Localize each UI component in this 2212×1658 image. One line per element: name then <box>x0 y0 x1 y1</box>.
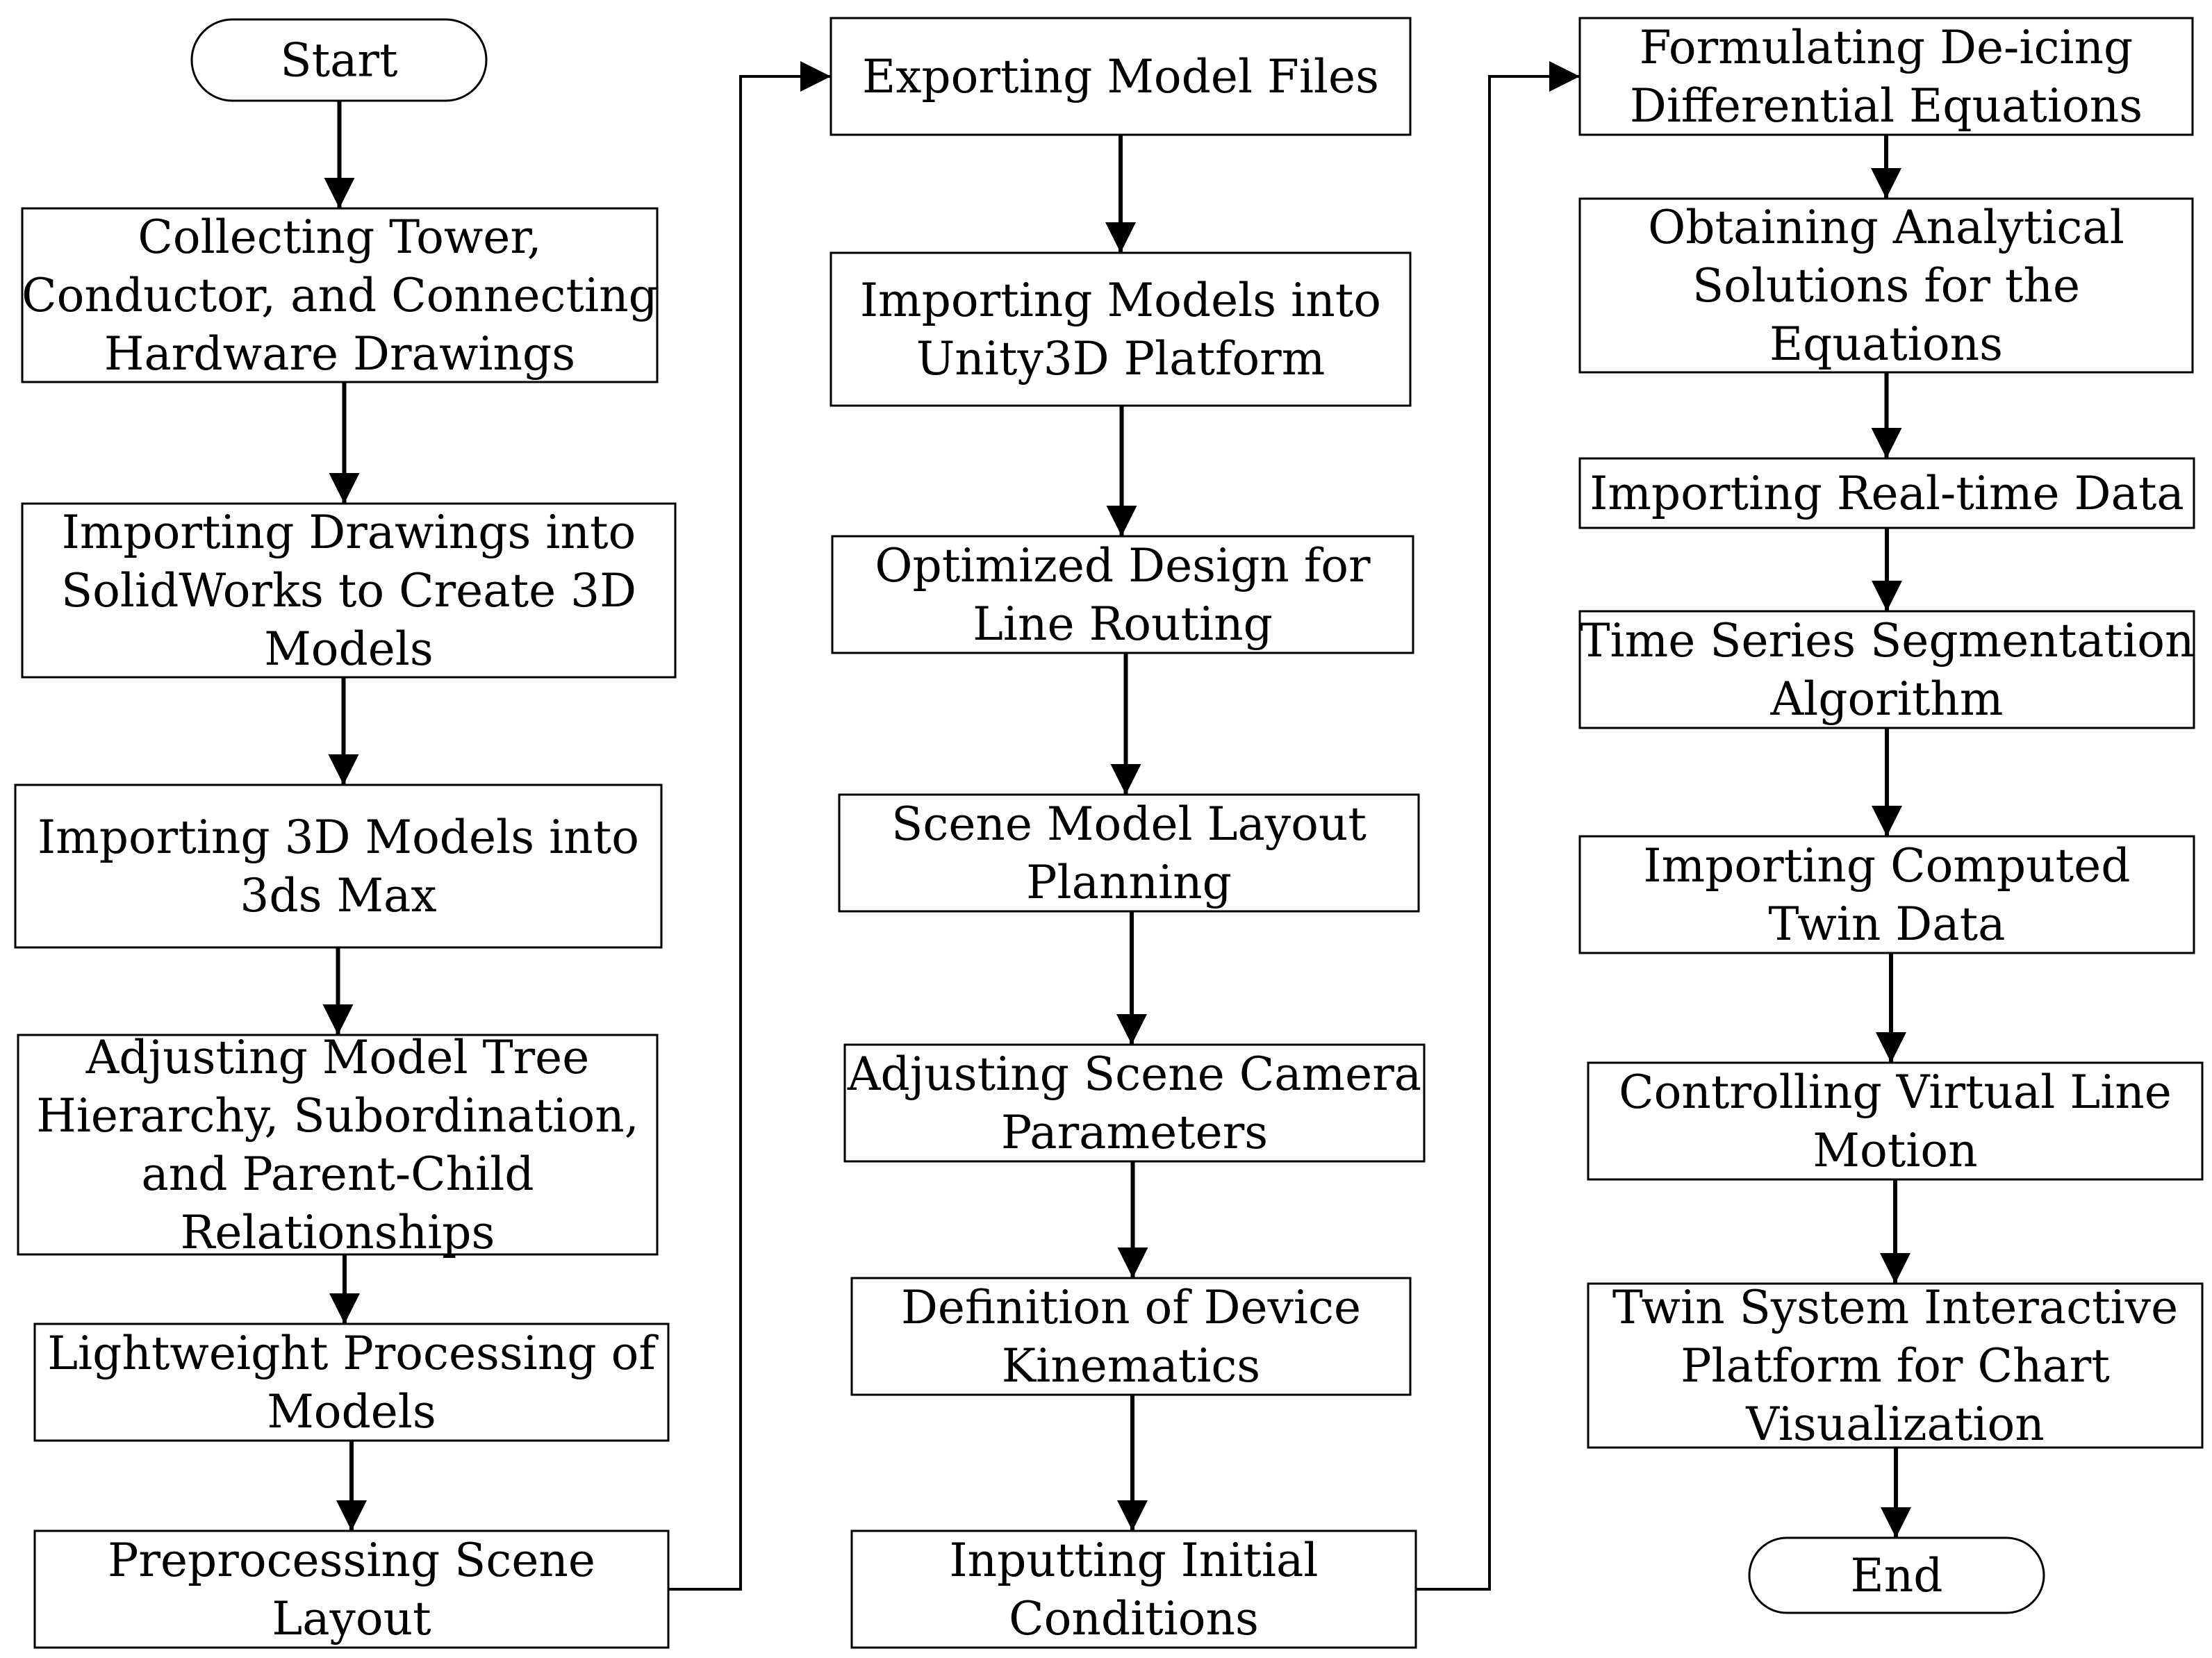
process-box <box>830 251 1412 407</box>
process-box <box>33 1323 670 1442</box>
node-label-line: Line Routing <box>973 597 1273 651</box>
node-label-line: Importing Drawings into <box>62 506 636 559</box>
node-label-line: Formulating De-icing <box>1640 21 2133 74</box>
node-label-line: Optimized Design for <box>875 539 1371 592</box>
process-box <box>1587 1282 2204 1449</box>
node-label-line: Equations <box>1769 317 2003 371</box>
process-box <box>1587 1061 2204 1181</box>
node-label-line: 3ds Max <box>240 869 436 922</box>
edges-layer <box>322 61 1911 1591</box>
node-label-line: Models <box>267 1385 436 1439</box>
process-box <box>21 207 659 383</box>
process-node: Importing Real-time Data <box>1578 457 2195 529</box>
node-label-line: Inputting Initial <box>950 1534 1319 1587</box>
node-label-line: SolidWorks to Create 3D <box>61 564 636 617</box>
node-label-line: Platform for Chart <box>1681 1339 2110 1393</box>
node-label-line: Relationships <box>181 1206 495 1259</box>
process-box <box>838 793 1420 913</box>
node-label-line: Definition of Device <box>901 1281 1361 1334</box>
node-label-line: Adjusting Scene Camera <box>847 1047 1421 1101</box>
process-box <box>21 502 677 679</box>
terminal-node-end: End <box>1748 1536 2045 1614</box>
process-box <box>831 535 1414 654</box>
node-label-line: Importing Real-time Data <box>1590 467 2184 520</box>
process-box <box>1578 835 2195 954</box>
node-label-line: Visualization <box>1745 1398 2045 1451</box>
process-box <box>14 784 663 949</box>
process-box <box>17 1034 659 1256</box>
node-label-line: Importing Computed <box>1644 839 2131 893</box>
process-node: Collecting Tower,Conductor, and Connecti… <box>21 207 659 383</box>
node-label-line: Kinematics <box>1002 1339 1260 1393</box>
node-label-line: Time Series Segmentation <box>1579 614 2194 668</box>
node-label-line: Collecting Tower, <box>138 210 541 264</box>
node-label-line: Exporting Model Files <box>862 50 1379 103</box>
node-label-line: Hardware Drawings <box>104 327 575 381</box>
node-label-line: Lightweight Processing of <box>47 1327 659 1380</box>
terminal-node-start: Start <box>190 18 488 102</box>
node-label-line: Solutions for the <box>1692 259 2080 313</box>
node-label-line: Importing 3D Models into <box>38 811 639 864</box>
node-label-line: Planning <box>1026 856 1232 909</box>
node-label-line: Conditions <box>1009 1592 1259 1645</box>
node-label-line: Hierarchy, Subordination, <box>36 1089 638 1143</box>
node-label-line: End <box>1851 1549 1943 1602</box>
node-label-line: and Parent-Child <box>141 1147 534 1201</box>
terminal-shape <box>1748 1536 2045 1614</box>
process-node: Exporting Model Files <box>830 17 1412 136</box>
node-label-line: Algorithm <box>1769 672 2003 726</box>
node-label-line: Importing Models into <box>860 274 1381 327</box>
node-label-line: Unity3D Platform <box>916 332 1326 386</box>
node-label-line: Obtaining Analytical <box>1648 201 2124 254</box>
column-connector-arrow <box>668 61 831 1591</box>
process-box <box>850 1529 1417 1649</box>
node-label-line: Twin Data <box>1769 897 2006 951</box>
node-label-line: Scene Model Layout <box>891 797 1367 851</box>
process-box <box>830 17 1412 136</box>
node-label-line: Conductor, and Connecting <box>22 269 658 322</box>
node-label-line: Twin System Interactive <box>1612 1281 2178 1334</box>
node-label-line: Parameters <box>1001 1106 1268 1159</box>
process-box <box>33 1529 670 1649</box>
process-box <box>850 1277 1412 1396</box>
process-box <box>1578 457 2195 529</box>
process-box <box>1578 17 2194 136</box>
node-label-line: Motion <box>1813 1124 1977 1177</box>
process-box <box>1578 610 2195 729</box>
node-label-line: Preprocessing Scene <box>108 1534 595 1587</box>
node-label-line: Adjusting Model Tree <box>85 1031 590 1084</box>
node-label-line: Controlling Virtual Line <box>1619 1066 2172 1119</box>
node-label-line: Layout <box>272 1592 431 1645</box>
node-label-line: Start <box>280 34 397 88</box>
node-label-line: Models <box>264 622 434 676</box>
terminal-shape <box>190 18 488 102</box>
column-connector-arrow <box>1416 61 1580 1591</box>
node-label-line: Differential Equations <box>1630 79 2143 133</box>
process-box <box>843 1043 1426 1163</box>
process-box <box>1578 197 2194 374</box>
